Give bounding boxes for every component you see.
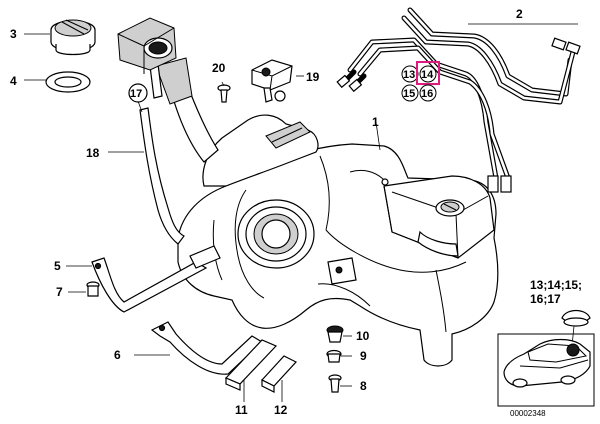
bolt-7: [86, 281, 100, 297]
filler-cap: [50, 19, 96, 56]
callout-9: 9: [360, 349, 367, 363]
callout-16: 16: [421, 88, 433, 100]
fuel-tank-body: [149, 57, 499, 367]
callout-12: 12: [274, 403, 288, 417]
callout-8: 8: [360, 379, 367, 393]
callout-5: 5: [54, 259, 61, 273]
callout-18: 18: [86, 146, 100, 160]
callout-1: 1: [372, 115, 379, 129]
inset-label-line1: 13;14;15;: [530, 278, 582, 292]
pad-11: [224, 339, 278, 391]
callout-15: 15: [403, 88, 415, 100]
callout-20: 20: [212, 61, 226, 75]
callout-6: 6: [114, 348, 121, 362]
cap-gasket-ring: [45, 71, 91, 93]
callout-11: 11: [235, 403, 248, 417]
callout-13: 13: [403, 69, 415, 81]
tension-strap-front: [91, 245, 221, 313]
screw-20: [217, 84, 231, 103]
diagram-number: 00002348: [510, 409, 546, 418]
callout-4: 4: [10, 74, 17, 88]
callout-3: 3: [10, 27, 17, 41]
nut-9: [326, 349, 342, 363]
callout-2: 2: [516, 7, 523, 21]
grommet-10: [326, 325, 344, 343]
pump-fitting: [251, 59, 293, 103]
callout-17: 17: [130, 88, 142, 100]
callout-7: 7: [56, 285, 63, 299]
callout-labels: 3 4 18 5 7 6 11 12 10 9 8 20 19 1 2 17 1…: [10, 7, 523, 417]
inset-vehicle-locator: 13;14;15; 16;17: [497, 278, 595, 407]
leader-lines: [24, 23, 578, 402]
callout-10: 10: [356, 329, 370, 343]
vent-pipes-assembly: [336, 7, 581, 193]
inset-label-line2: 16;17: [530, 292, 561, 306]
breather-hose: [139, 107, 185, 245]
bolt-8: [328, 374, 342, 393]
pad-12: [261, 355, 297, 393]
callout-14: 14: [421, 69, 434, 81]
callout-19: 19: [306, 70, 320, 84]
filler-housing: [117, 17, 177, 74]
location-marker-icon: [566, 343, 580, 357]
highlight-box: [416, 61, 440, 85]
